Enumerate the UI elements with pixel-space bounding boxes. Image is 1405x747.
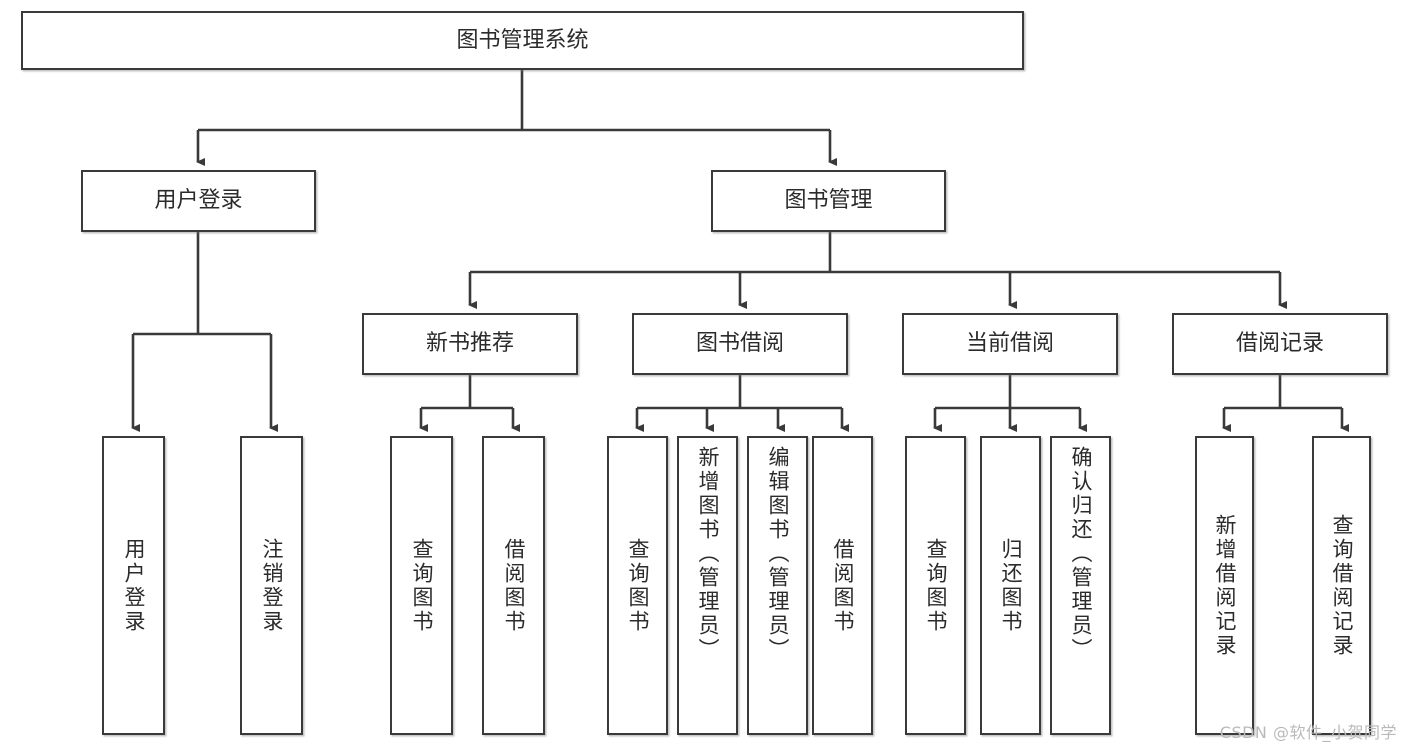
node-new-book-recommend[interactable]: 新书推荐 — [362, 313, 578, 375]
leaf-current-query-book[interactable]: 查询图书 — [905, 436, 966, 735]
node-label: 注销登录 — [260, 537, 284, 634]
node-label: 确认归还（管理员） — [1069, 446, 1093, 662]
watermark: CSDN @软件_小贺同学 — [1219, 723, 1397, 742]
node-label: 编辑图书（管理员） — [766, 446, 790, 662]
node-label: 借阅图书 — [831, 537, 855, 634]
leaf-user-login-login[interactable]: 用户登录 — [102, 436, 165, 735]
node-label: 查询图书 — [626, 537, 650, 634]
node-label: 当前借阅 — [965, 331, 1054, 357]
node-book-management[interactable]: 图书管理 — [711, 170, 946, 232]
leaf-current-return-book[interactable]: 归还图书 — [980, 436, 1041, 735]
node-label: 用户登录 — [122, 537, 146, 634]
node-book-borrow[interactable]: 图书借阅 — [632, 313, 848, 375]
leaf-new-book-borrow[interactable]: 借阅图书 — [482, 436, 545, 735]
leaf-record-query-record[interactable]: 查询借阅记录 — [1312, 436, 1371, 735]
leaf-borrow-borrow-book[interactable]: 借阅图书 — [812, 436, 873, 735]
node-label: 借阅记录 — [1235, 331, 1324, 357]
node-label: 查询图书 — [410, 537, 434, 634]
node-label: 图书管理 — [784, 188, 873, 214]
node-label: 新书推荐 — [425, 331, 514, 357]
leaf-user-login-logout[interactable]: 注销登录 — [240, 436, 303, 735]
node-label: 新增借阅记录 — [1213, 513, 1237, 658]
node-label: 用户登录 — [154, 188, 243, 214]
leaf-borrow-edit-book-admin[interactable]: 编辑图书（管理员） — [747, 436, 808, 735]
node-borrow-record[interactable]: 借阅记录 — [1172, 313, 1388, 375]
node-label: 图书借阅 — [695, 331, 784, 357]
node-label: 借阅图书 — [502, 537, 526, 634]
leaf-borrow-add-book-admin[interactable]: 新增图书（管理员） — [677, 436, 738, 735]
node-label: 查询借阅记录 — [1330, 513, 1354, 658]
node-user-login[interactable]: 用户登录 — [81, 170, 316, 232]
node-label: 查询图书 — [924, 537, 948, 634]
leaf-borrow-query-book[interactable]: 查询图书 — [607, 436, 668, 735]
node-label: 归还图书 — [999, 537, 1023, 634]
node-label: 新增图书（管理员） — [696, 446, 720, 662]
node-current-borrow[interactable]: 当前借阅 — [902, 313, 1118, 375]
node-root-system[interactable]: 图书管理系统 — [21, 11, 1024, 70]
leaf-current-confirm-return-admin[interactable]: 确认归还（管理员） — [1050, 436, 1111, 735]
node-label: 图书管理系统 — [456, 27, 589, 53]
leaf-record-add-record[interactable]: 新增借阅记录 — [1195, 436, 1254, 735]
leaf-new-book-query[interactable]: 查询图书 — [390, 436, 453, 735]
